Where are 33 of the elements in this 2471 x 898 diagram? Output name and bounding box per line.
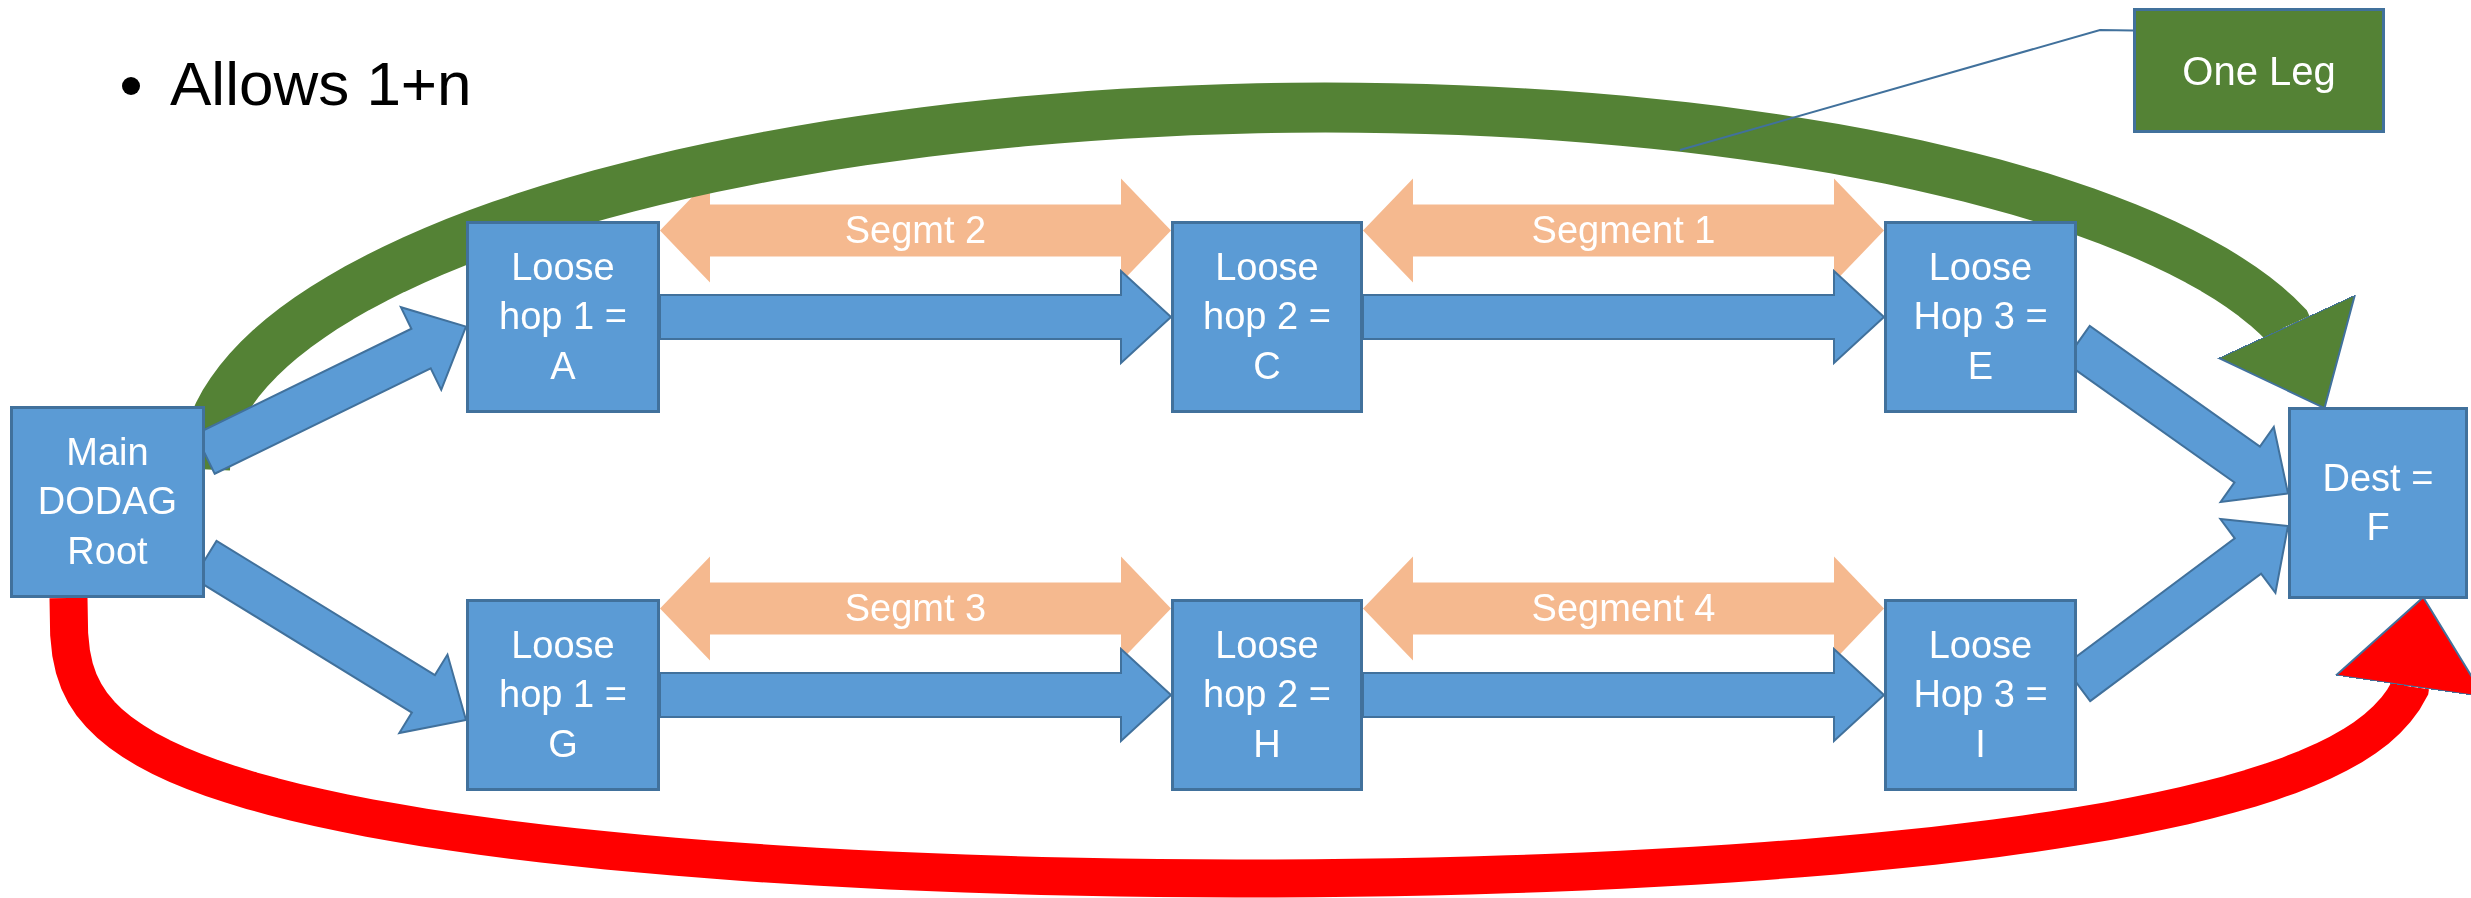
node-label: Loose hop 1 = G [498,622,628,767]
block-arrow [1362,646,1886,744]
node-label: One Leg [2181,47,2337,95]
double-arrow [1363,178,1884,283]
bullet-text: Allows 1+n [170,48,472,119]
node-label: Loose Hop 3 = E [1912,244,2049,389]
process-box [1171,599,1363,791]
node-label: Loose Hop 3 = I [1912,622,2049,767]
callout-box [2133,8,2385,133]
curved-arrow [49,596,2471,898]
node-label: Loose hop 2 = H [1202,622,1332,767]
process-box [1884,221,2077,413]
process-box [466,221,660,413]
double-arrow [660,556,1171,661]
process-box [1884,599,2077,791]
process-box [1171,221,1363,413]
process-box [10,406,205,598]
block-arrow [1362,268,1886,366]
node-label: Dest = F [2321,455,2435,550]
double-arrow [1363,556,1884,661]
edge-label: Segmt 3 [844,585,987,631]
leader-line [1679,29,2134,151]
process-box [466,599,660,791]
edge-label: Segment 4 [1531,585,1716,631]
process-box [2288,407,2468,599]
edge-label: Segment 1 [1531,207,1716,253]
block-arrow [659,268,1173,366]
node-label: Loose hop 2 = C [1202,244,1332,389]
node-label: Loose hop 1 = A [498,244,628,389]
double-arrow [660,178,1171,283]
edge-label: Segmt 2 [844,207,987,253]
block-arrow [659,646,1173,744]
node-label: Main DODAG Root [36,429,179,574]
